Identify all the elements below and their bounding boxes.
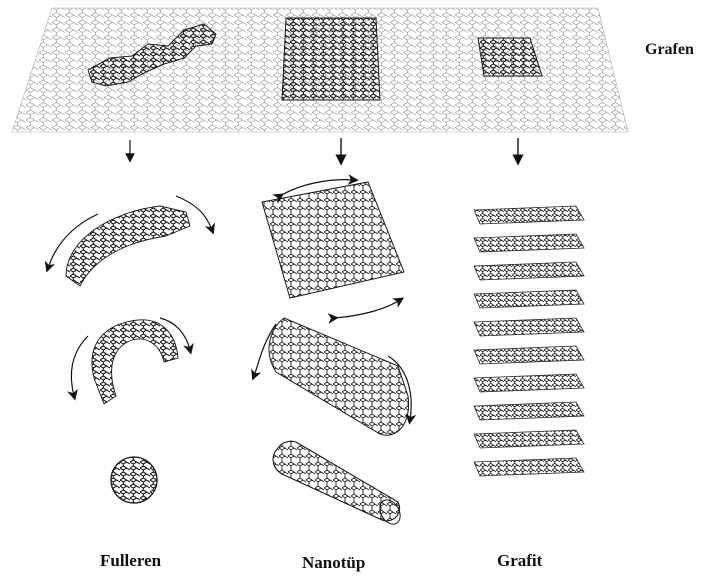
graphene-sheet [12,8,628,132]
label-graphene: Grafen [645,41,694,58]
label-graphite: Grafit [497,551,543,570]
graphite-stack [474,206,584,476]
graphite-layer [474,262,584,280]
down-arrows [130,138,518,160]
nanotube-tube-body [273,441,400,521]
fullerene-partial-cage [92,320,178,404]
nanotube-rolling-sheet [262,182,404,298]
graphite-layer [474,234,584,252]
fullerene-close-arrow-left [71,336,88,396]
graphite-layer [474,458,584,476]
graphene-patch-nanotube [282,18,380,100]
nanotube-closed-tube [273,441,404,528]
nanotube-column [254,180,411,528]
graphite-layer [474,318,584,336]
label-fullerene: Fulleren [100,551,162,570]
label-nanotube: Nanotüp [302,553,365,572]
graphite-layer [474,206,584,224]
nanotube-roll-arrow-bottom [334,300,400,318]
fullerene-buckyball [111,457,157,503]
graphite-layer [474,346,584,364]
graphite-layer [474,374,584,392]
nanotube-half-rolled [269,318,409,435]
graphite-layer [474,290,584,308]
fullerene-curved-sheet [66,206,190,286]
graphite-layer [474,430,584,448]
graphite-layer [474,402,584,420]
fullerene-column [48,196,212,503]
